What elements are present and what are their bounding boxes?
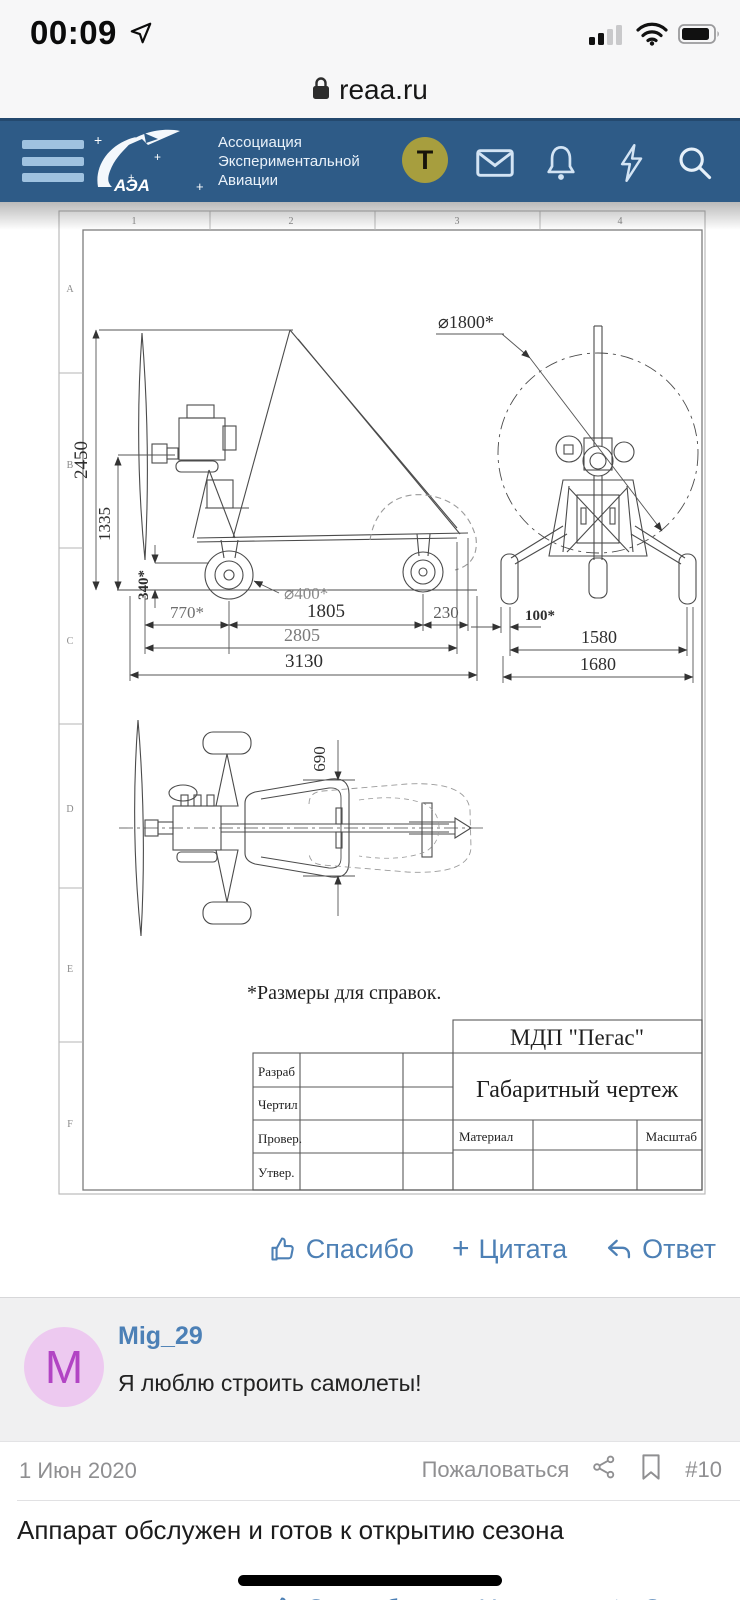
thumbs-up-icon xyxy=(279,1597,286,1600)
dim-seat-width: 690 xyxy=(310,746,329,772)
dim-wheelbase: 1805 xyxy=(307,601,345,622)
poster-avatar[interactable]: M xyxy=(24,1327,104,1407)
quote-button[interactable]: + Цитата xyxy=(451,1232,568,1265)
wifi-icon xyxy=(636,22,668,51)
whats-new-button[interactable] xyxy=(608,140,654,186)
top-view xyxy=(119,719,485,937)
lock-icon xyxy=(312,76,330,105)
dim-front-gap: 770* xyxy=(170,603,204,622)
dim-nose-overhang: 230 xyxy=(433,603,459,622)
svg-text:1: 1 xyxy=(132,216,137,227)
post-actions-row: Спасибо + Цитата Ответ xyxy=(0,1226,740,1272)
site-header: + + + + АЭА Ассоциация Экспериментальной… xyxy=(0,118,740,202)
svg-text:+: + xyxy=(128,172,134,184)
like-button[interactable]: Спасибо xyxy=(269,1234,414,1265)
side-view xyxy=(117,329,477,600)
svg-text:+: + xyxy=(94,132,102,148)
svg-text:3: 3 xyxy=(455,216,460,227)
title-block-material: Материал xyxy=(459,1129,514,1144)
front-view xyxy=(497,325,699,605)
svg-text:E: E xyxy=(67,964,73,975)
like-button[interactable]: Спасибо xyxy=(269,1594,414,1600)
menu-button[interactable] xyxy=(22,140,84,182)
home-indicator[interactable] xyxy=(238,1575,502,1586)
post-header: M Mig_29 Я люблю строить самолеты! xyxy=(0,1297,740,1442)
svg-text:A: A xyxy=(66,284,74,295)
dim-wheel-offset: 100* xyxy=(525,608,555,624)
search-icon xyxy=(679,147,712,180)
sheet-zone-labels: 1 2 3 4 A B C D E F xyxy=(66,216,622,1130)
search-button[interactable] xyxy=(672,140,718,186)
location-arrow-icon xyxy=(128,20,154,51)
dim-length-total: 3130 xyxy=(285,651,323,672)
reply-button[interactable]: Ответ xyxy=(605,1594,716,1600)
svg-text:D: D xyxy=(66,804,73,815)
post-actions-row-bottom: Спасибо + Цитата Ответ xyxy=(0,1586,740,1600)
bell-icon xyxy=(547,146,575,180)
battery-icon xyxy=(678,22,722,51)
svg-text:B: B xyxy=(67,460,74,471)
reply-arrow-icon xyxy=(615,1599,618,1600)
drawing-note: *Размеры для справок. xyxy=(247,982,441,1004)
divider xyxy=(17,1500,740,1501)
post-meta-row: 1 Июн 2020 Пожаловаться #10 xyxy=(0,1443,740,1500)
svg-text:C: C xyxy=(67,636,74,647)
bookmark-button[interactable] xyxy=(639,1453,663,1487)
poster-signature: Я люблю строить самолеты! xyxy=(118,1370,422,1396)
svg-text:Провер.: Провер. xyxy=(258,1131,302,1146)
svg-text:Утвер.: Утвер. xyxy=(258,1165,294,1180)
dim-width-total: 1680 xyxy=(580,654,616,674)
reply-arrow-icon xyxy=(608,1239,631,1259)
clock: 00:09 xyxy=(30,14,117,51)
svg-text:+: + xyxy=(196,179,204,194)
browser-address-bar[interactable]: reaa.ru xyxy=(0,62,740,119)
alerts-button[interactable] xyxy=(538,140,584,186)
front-view-dimensions xyxy=(436,333,694,683)
title-block-title: МДП "Пегас" xyxy=(510,1025,644,1050)
lightning-icon xyxy=(620,144,643,182)
dim-clearance: 340* xyxy=(136,570,152,600)
post-date[interactable]: 1 Июн 2020 xyxy=(19,1458,137,1483)
svg-text:4: 4 xyxy=(618,216,623,227)
post-number[interactable]: #10 xyxy=(685,1457,722,1482)
site-logo[interactable]: + + + + АЭА xyxy=(84,125,214,206)
svg-text:Чертил: Чертил xyxy=(258,1097,298,1112)
title-block xyxy=(252,1019,703,1191)
reply-button[interactable]: Ответ xyxy=(605,1234,716,1265)
envelope-icon xyxy=(476,149,514,177)
signal-icon xyxy=(588,22,626,51)
svg-text:+: + xyxy=(154,150,161,164)
dim-length-2805: 2805 xyxy=(284,625,320,645)
svg-text:2: 2 xyxy=(289,216,294,227)
dim-track: 1580 xyxy=(581,627,617,647)
dim-prop-dia: ⌀1800* xyxy=(438,312,494,332)
dim-height-total: 2450 xyxy=(71,441,92,479)
plus-icon: + xyxy=(451,1232,470,1265)
user-avatar[interactable]: T xyxy=(402,137,448,183)
dim-height-hub: 1335 xyxy=(95,507,114,541)
thumbs-up-icon xyxy=(271,1237,294,1261)
logo-text: АЭА xyxy=(113,176,150,195)
url-text: reaa.ru xyxy=(339,74,428,105)
messages-button[interactable] xyxy=(472,140,518,186)
status-bar: 00:09 xyxy=(0,0,740,62)
quote-button[interactable]: + Цитата xyxy=(452,1592,567,1600)
title-block-subtitle: Габаритный чертеж xyxy=(476,1077,678,1103)
technical-drawing-image[interactable]: 1 2 3 4 A B C D E F xyxy=(57,208,707,1198)
side-view-dimensions xyxy=(92,329,478,681)
svg-text:F: F xyxy=(67,1119,73,1130)
site-name: Ассоциация Экспериментальной Авиации xyxy=(218,134,360,189)
bookmark-icon xyxy=(642,1454,660,1480)
share-button[interactable] xyxy=(591,1454,617,1486)
share-icon xyxy=(593,1455,615,1479)
title-block-scale: Масштаб xyxy=(646,1129,698,1144)
poster-username[interactable]: Mig_29 xyxy=(118,1322,203,1350)
top-view-dimensions xyxy=(303,740,355,916)
svg-text:Разраб: Разраб xyxy=(258,1064,295,1079)
dim-wheel-dia: ⌀400* xyxy=(284,584,328,603)
plus-icon: + xyxy=(452,1592,470,1600)
post-body-text: Аппарат обслужен и готов к открытию сезо… xyxy=(17,1515,564,1545)
report-link[interactable]: Пожаловаться xyxy=(421,1457,570,1482)
